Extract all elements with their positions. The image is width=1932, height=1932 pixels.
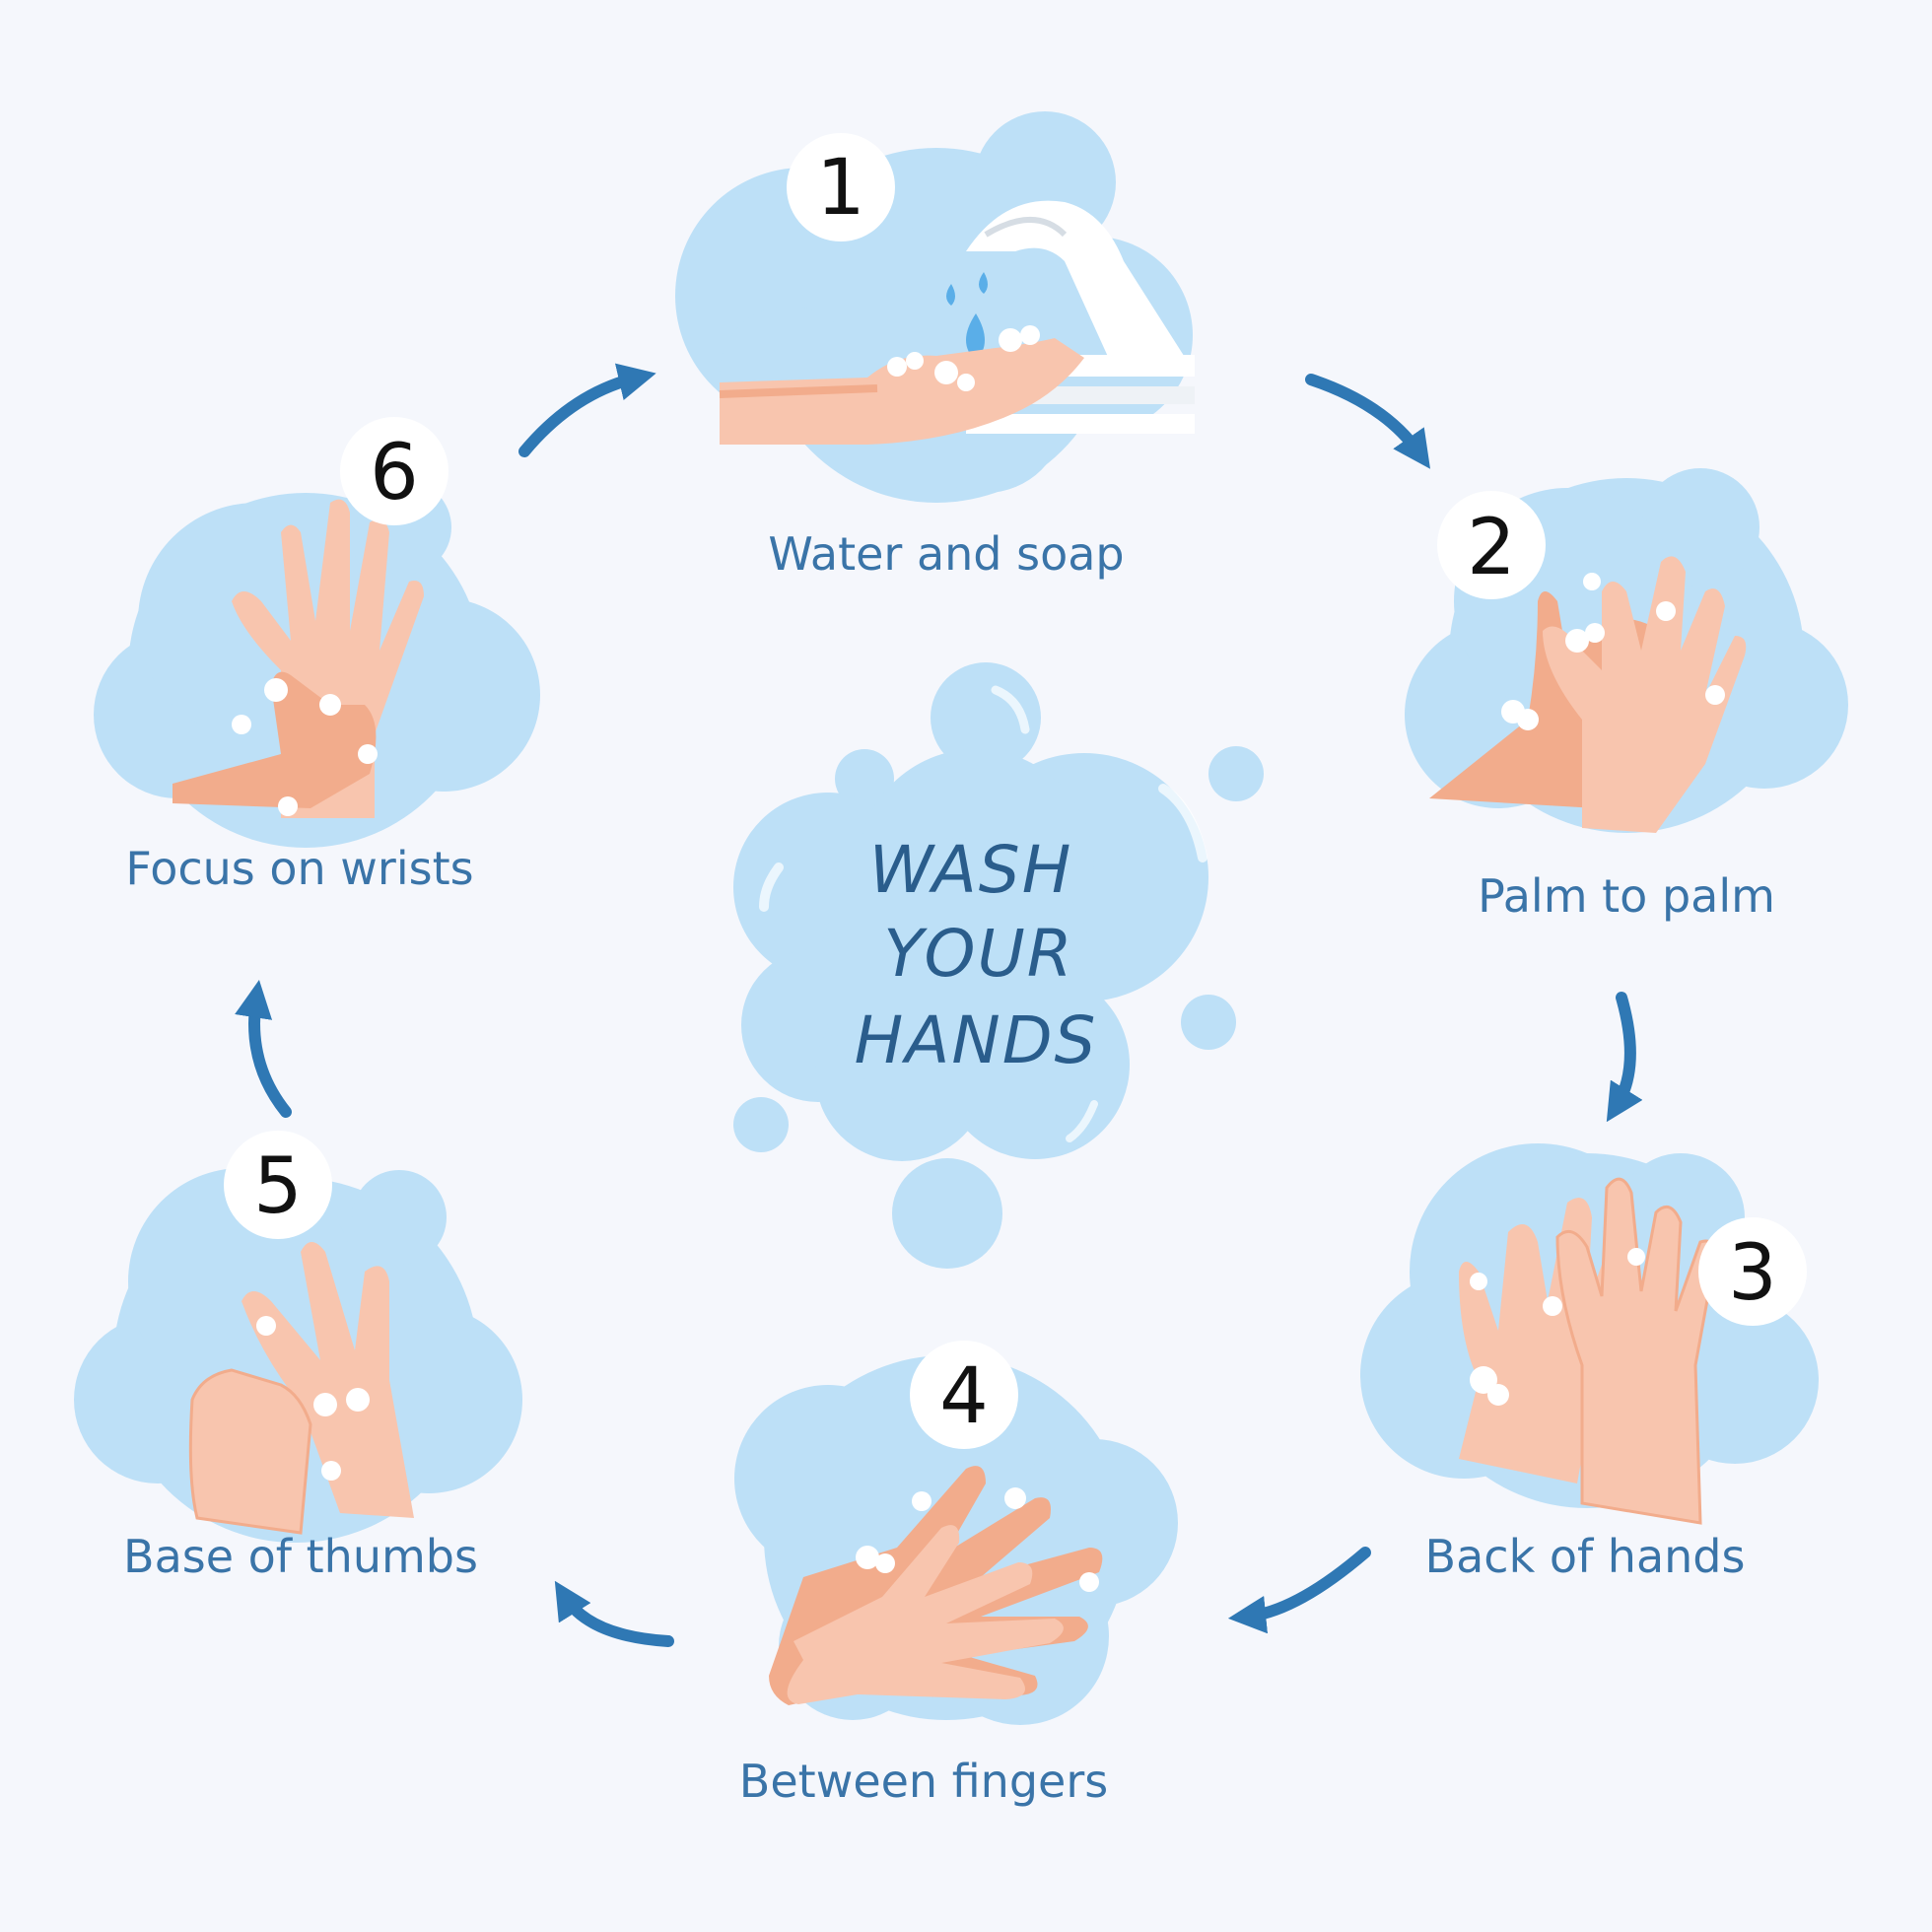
hands-icon — [769, 1466, 1103, 1705]
step-2-label: Palm to palm — [1478, 869, 1775, 923]
step-1-number: 1 — [816, 144, 865, 233]
step-4: 4 Between fingers — [734, 1341, 1178, 1808]
step-6: 6 Focus on wrists — [94, 417, 540, 895]
step-3-number-badge — [1698, 1217, 1807, 1326]
arrow-5-to-6-icon — [235, 980, 292, 1118]
step-4-number-badge — [910, 1341, 1018, 1449]
hands-icon — [1459, 1177, 1717, 1525]
flow-arrows — [235, 363, 1643, 1647]
step-6-label: Focus on wrists — [125, 842, 473, 895]
soap-foam-icon — [1470, 1248, 1645, 1406]
step-5-number: 5 — [253, 1142, 303, 1231]
step-5-label: Base of thumbs — [123, 1530, 478, 1583]
hands-icon — [1429, 556, 1747, 833]
step-6-number-badge — [340, 417, 448, 525]
step-4-number: 4 — [939, 1352, 989, 1441]
step-5: 5 Base of thumbs — [74, 1131, 522, 1583]
step-5-number-badge — [224, 1131, 332, 1239]
soap-foam-icon — [856, 1487, 1099, 1592]
hands-icon — [719, 338, 1084, 445]
soap-foam-icon — [1501, 573, 1725, 730]
step-1-label: Water and soap — [768, 527, 1124, 581]
step-2: 2 Palm to palm — [1405, 468, 1848, 923]
water-drops-icon — [946, 272, 988, 361]
center-soap-bubble — [733, 662, 1264, 1269]
step-2-number-badge — [1437, 491, 1546, 599]
step-2-number: 2 — [1467, 504, 1516, 592]
arrow-4-to-5-icon — [554, 1580, 674, 1647]
step-6-number: 6 — [370, 429, 419, 518]
center-title: WASH YOUR HANDS — [855, 832, 1098, 1078]
step-3-number: 3 — [1728, 1229, 1777, 1318]
title-line-1: WASH — [869, 832, 1073, 908]
step-1: 1 Water and soap — [675, 111, 1195, 581]
arrow-1-to-2-icon — [1305, 374, 1431, 469]
step-1-number-badge — [787, 133, 895, 242]
arrow-2-to-3-icon — [1606, 992, 1643, 1123]
arrow-6-to-1-icon — [518, 363, 656, 457]
step-3: 3 Back of hands — [1360, 1143, 1819, 1583]
soap-foam-icon — [232, 678, 378, 816]
arrow-3-to-4-icon — [1227, 1547, 1371, 1634]
soap-foam-icon — [887, 325, 1040, 391]
hands-icon — [188, 1242, 414, 1535]
step-4-label: Between fingers — [739, 1755, 1108, 1808]
title-line-3: HANDS — [855, 1002, 1098, 1078]
step-3-label: Back of hands — [1425, 1530, 1746, 1583]
title-line-2: YOUR — [883, 916, 1073, 992]
soap-foam-icon — [256, 1316, 370, 1481]
